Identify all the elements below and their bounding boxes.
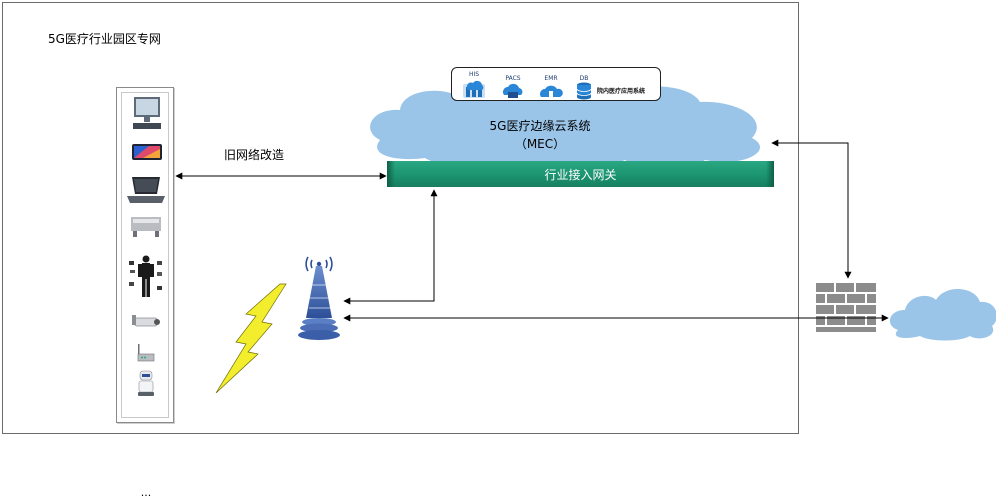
app-his: HIS	[460, 71, 488, 104]
cloud-icon	[540, 85, 563, 97]
laptop-icon	[127, 177, 165, 203]
wireless-lightning-icon	[215, 283, 287, 394]
pacs-cloud-icon	[503, 83, 523, 98]
app-emr: EMR	[536, 71, 566, 104]
diagram-title: 5G医疗行业园区专网	[48, 32, 161, 46]
tower-gateway-link	[343, 189, 438, 305]
router-icon	[137, 344, 155, 362]
app-emr-label: EMR	[544, 75, 558, 82]
industry-access-gateway: 行业接入网关	[387, 161, 774, 187]
mec-firewall-link	[771, 139, 852, 279]
internet-cloud	[890, 288, 996, 341]
app-his-label: HIS	[468, 71, 480, 78]
old-network-label: 旧网络改造	[224, 148, 285, 162]
diagram-canvas	[175, 80, 996, 394]
server-cloud-icon	[463, 80, 485, 98]
medical-scanner-icon	[131, 217, 161, 237]
app-pacs-label: PACS	[505, 75, 521, 82]
database-icon	[576, 82, 592, 100]
robot-icon	[138, 370, 154, 396]
hospital-apps-box: HIS PACS EMR DB 院内医疗应用系统	[451, 67, 661, 101]
base-station-tower-icon	[298, 256, 340, 340]
connection-lines	[175, 139, 889, 322]
app-pacs: PACS	[498, 71, 528, 104]
desktop-computer-icon	[133, 97, 161, 129]
app-db-label: DB	[579, 75, 589, 82]
gateway-label: 行业接入网关	[544, 167, 617, 182]
firewall-icon	[815, 282, 877, 332]
more-devices-ellipsis: ...	[140, 486, 152, 499]
mec-label-line2: （MEC）	[514, 137, 566, 151]
apps-system-label: 院内医疗应用系统	[597, 88, 646, 95]
tablet-icon	[132, 144, 162, 160]
terminal-device-panel: ...	[116, 87, 174, 499]
app-db: DB	[574, 71, 594, 104]
mec-label-line1: 5G医疗边缘云系统	[489, 119, 591, 133]
wearable-devices-icon	[129, 255, 162, 297]
mec-cloud	[370, 80, 760, 169]
device-panel-inner	[121, 92, 169, 418]
surveillance-camera-icon	[132, 315, 160, 327]
